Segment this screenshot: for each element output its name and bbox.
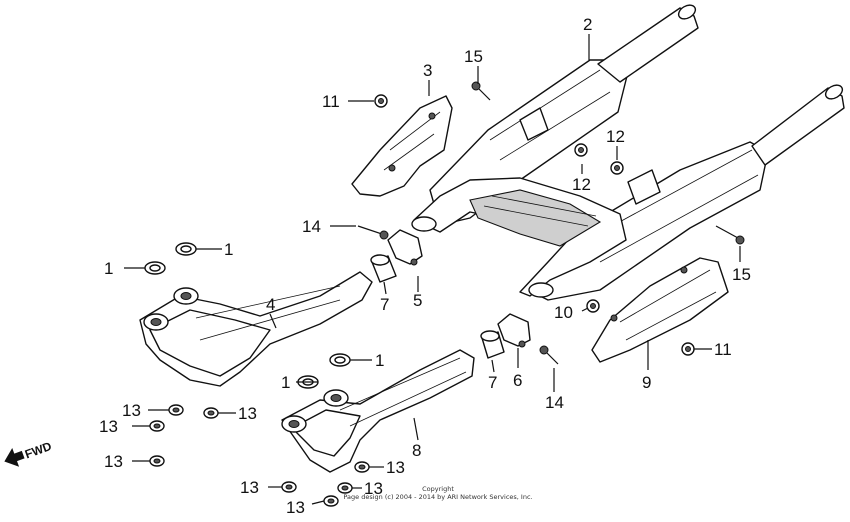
callout-2: 2 xyxy=(583,15,592,34)
exhaust-pipe-front[interactable] xyxy=(139,271,373,387)
heat-shield-lower[interactable] xyxy=(591,257,729,363)
gasket-3[interactable] xyxy=(329,353,351,367)
callout-9: 9 xyxy=(642,373,651,392)
nut-13-g[interactable] xyxy=(337,482,353,494)
callout-4: 4 xyxy=(266,295,275,314)
callout-7: 7 xyxy=(380,295,389,314)
nut-12-lower[interactable] xyxy=(610,161,624,175)
collar-lower[interactable] xyxy=(480,330,505,359)
callout-13: 13 xyxy=(99,417,118,436)
nut-12-upper[interactable] xyxy=(574,143,588,157)
leader-lines xyxy=(124,34,741,505)
nut-13-a[interactable] xyxy=(168,404,184,416)
callout-13: 13 xyxy=(104,452,123,471)
callout-13: 13 xyxy=(238,404,257,423)
exhaust-pipe-rear[interactable] xyxy=(281,349,475,473)
bolt-14-upper[interactable] xyxy=(357,225,389,240)
callout-1: 1 xyxy=(281,373,290,392)
callout-13: 13 xyxy=(286,498,305,517)
nut-10[interactable] xyxy=(586,299,600,313)
callout-13: 13 xyxy=(240,478,259,497)
clamp-upper[interactable] xyxy=(387,229,423,266)
crossover-pipe[interactable] xyxy=(411,177,627,298)
arrow-left-icon xyxy=(4,447,25,467)
clamp-lower[interactable] xyxy=(497,313,531,348)
gasket-1[interactable] xyxy=(175,242,197,256)
callout-13: 13 xyxy=(364,479,383,498)
nut-13-e[interactable] xyxy=(354,461,370,473)
bolt-15-upper[interactable] xyxy=(471,81,491,101)
callout-1: 1 xyxy=(104,259,113,278)
callout-14: 14 xyxy=(302,217,321,236)
gasket-2[interactable] xyxy=(144,261,166,275)
heat-shield-upper[interactable] xyxy=(351,95,453,197)
callout-6: 6 xyxy=(513,371,522,390)
fwd-label: FWD xyxy=(23,439,54,462)
bolt-14-lower[interactable] xyxy=(539,345,559,365)
callout-15: 15 xyxy=(732,265,751,284)
copyright-title: Copyright xyxy=(422,485,454,493)
bolt-15-lower[interactable] xyxy=(715,225,745,245)
callout-15: 15 xyxy=(464,47,483,66)
collar-upper[interactable] xyxy=(370,254,397,283)
callout-11: 11 xyxy=(714,340,732,359)
nut-13-d[interactable] xyxy=(149,455,165,467)
nut-11-lower[interactable] xyxy=(681,342,695,356)
fwd-direction-arrow: FWD xyxy=(4,439,54,467)
nut-13-f[interactable] xyxy=(281,481,297,493)
nut-13-b[interactable] xyxy=(149,420,165,432)
callout-11: 11 xyxy=(322,92,340,111)
nut-13-h[interactable] xyxy=(323,495,339,507)
callout-13: 13 xyxy=(386,458,405,477)
callout-12: 12 xyxy=(572,175,591,194)
callout-8: 8 xyxy=(412,441,421,460)
copyright-notice: Page design (c) 2004 - 2014 by ARI Netwo… xyxy=(343,493,532,501)
callout-14: 14 xyxy=(545,393,564,412)
callout-1: 1 xyxy=(375,351,384,370)
callout-1: 1 xyxy=(224,240,233,259)
callout-5: 5 xyxy=(413,291,422,310)
callout-7: 7 xyxy=(488,373,497,392)
callout-3: 3 xyxy=(423,61,432,80)
callout-10: 10 xyxy=(554,303,573,322)
nut-11-upper[interactable] xyxy=(374,94,388,108)
callout-13: 13 xyxy=(122,401,141,420)
nut-13-c[interactable] xyxy=(203,407,219,419)
callout-12: 12 xyxy=(606,127,625,146)
